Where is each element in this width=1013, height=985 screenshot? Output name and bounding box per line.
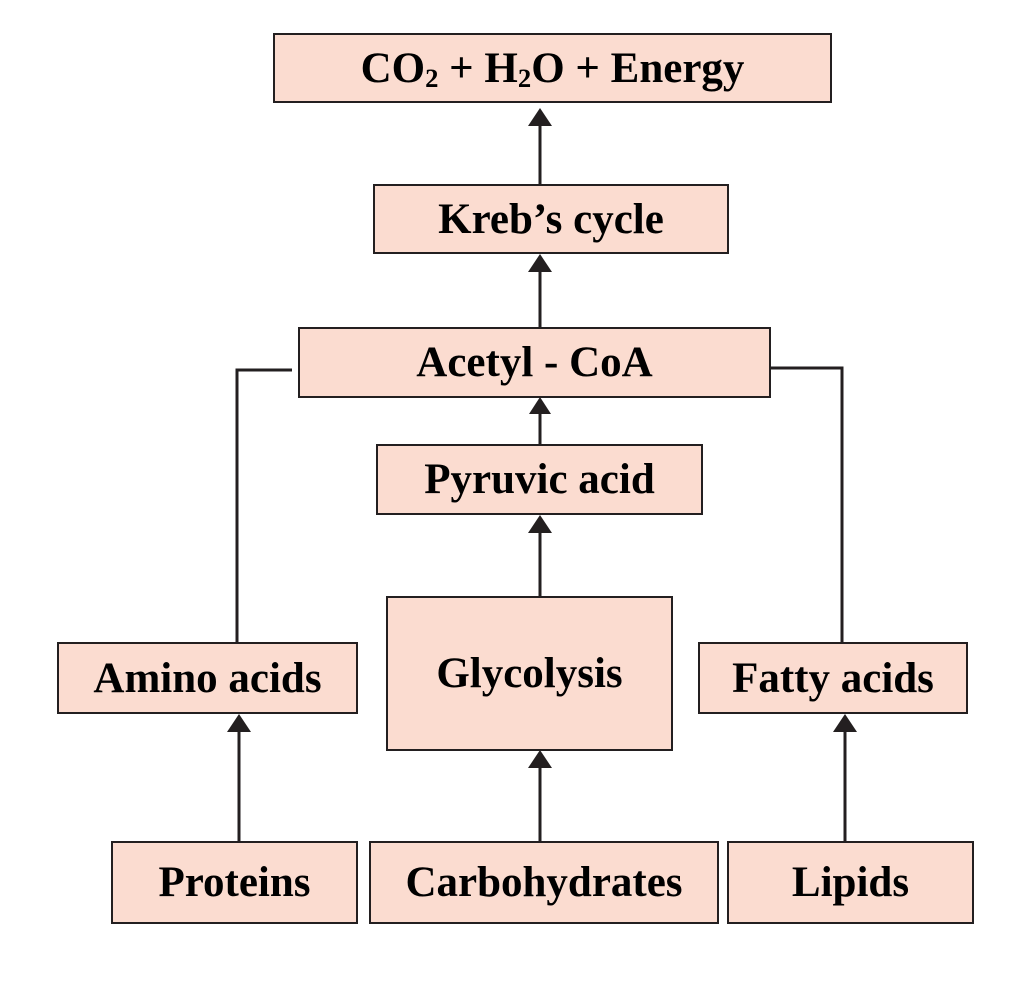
label-glycolysis: Glycolysis — [436, 650, 623, 697]
label-co2-h2o-energy: CO2 + H2O + Energy — [360, 44, 745, 93]
arrowhead-amino — [227, 714, 251, 732]
line-amino-to-acetyl — [235, 368, 292, 643]
box-krebs-cycle: Kreb’s cycle — [373, 184, 729, 254]
arrowhead-pyruvic — [528, 515, 552, 533]
line-fatty-to-acetyl — [771, 366, 844, 643]
box-carbohydrates: Carbohydrates — [369, 841, 719, 924]
box-acetyl-coa: Acetyl - CoA — [298, 327, 771, 398]
label-krebs-cycle: Kreb’s cycle — [438, 195, 664, 243]
label-carbohydrates: Carbohydrates — [405, 859, 683, 906]
label-amino-acids: Amino acids — [93, 654, 322, 702]
box-proteins: Proteins — [111, 841, 358, 924]
label-acetyl-coa: Acetyl - CoA — [416, 339, 653, 386]
box-glycolysis: Glycolysis — [386, 596, 673, 751]
box-amino-acids: Amino acids — [57, 642, 358, 714]
box-co2-h2o-energy: CO2 + H2O + Energy — [273, 33, 832, 103]
box-fatty-acids: Fatty acids — [698, 642, 968, 714]
arrowhead-krebs — [528, 254, 552, 272]
label-proteins: Proteins — [158, 859, 311, 906]
arrowhead-acetyl — [529, 397, 551, 414]
arrowhead-fatty — [833, 714, 857, 732]
box-pyruvic-acid: Pyruvic acid — [376, 444, 703, 515]
label-pyruvic-acid: Pyruvic acid — [424, 456, 655, 503]
label-lipids: Lipids — [791, 859, 910, 906]
label-fatty-acids: Fatty acids — [732, 654, 934, 702]
arrowhead-top — [528, 108, 552, 126]
box-lipids: Lipids — [727, 841, 974, 924]
arrowhead-glycolysis — [528, 750, 552, 768]
